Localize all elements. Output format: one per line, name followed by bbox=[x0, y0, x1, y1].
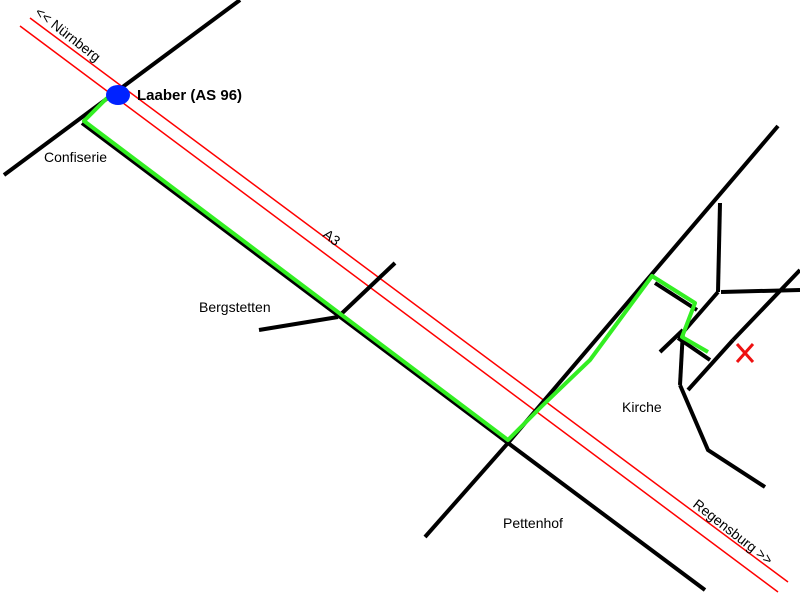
label-kirche: Kirche bbox=[622, 399, 662, 415]
motorway-lane-2 bbox=[29, 17, 789, 583]
road-kirche-north-stub bbox=[716, 202, 722, 293]
road-kirche-south bbox=[678, 384, 767, 489]
road-bergstetten-west bbox=[258, 315, 339, 332]
road-kirche-west-stub bbox=[658, 328, 685, 354]
motorway-lane-1 bbox=[19, 25, 779, 593]
road-kirche-northeast bbox=[731, 268, 800, 342]
road-confiserie-pettenhof bbox=[80, 121, 510, 445]
label-confiserie: Confiserie bbox=[44, 149, 107, 165]
destination-x-icon bbox=[735, 343, 755, 363]
road-kirche-mid bbox=[686, 338, 735, 392]
label-bergstetten: Bergstetten bbox=[199, 299, 271, 315]
road-pettenhof-se bbox=[506, 441, 707, 592]
label-laaber: Laaber (AS 96) bbox=[137, 87, 242, 104]
road-to-kirche bbox=[506, 124, 780, 445]
label-regensburg: Regensburg >> bbox=[690, 496, 776, 568]
highlighted-route bbox=[82, 96, 709, 442]
road-pettenhof-sw bbox=[423, 441, 510, 539]
motorway-a3 bbox=[19, 17, 789, 593]
road-kirche-east bbox=[720, 288, 800, 294]
label-nuernberg: << Nürnberg bbox=[32, 4, 104, 65]
road-bergstetten-north bbox=[336, 261, 397, 319]
label-a3: A3 bbox=[320, 226, 344, 249]
road-kirche-upper-branch bbox=[653, 281, 699, 312]
label-pettenhof: Pettenhof bbox=[503, 515, 563, 531]
junction-marker-icon bbox=[106, 85, 130, 105]
